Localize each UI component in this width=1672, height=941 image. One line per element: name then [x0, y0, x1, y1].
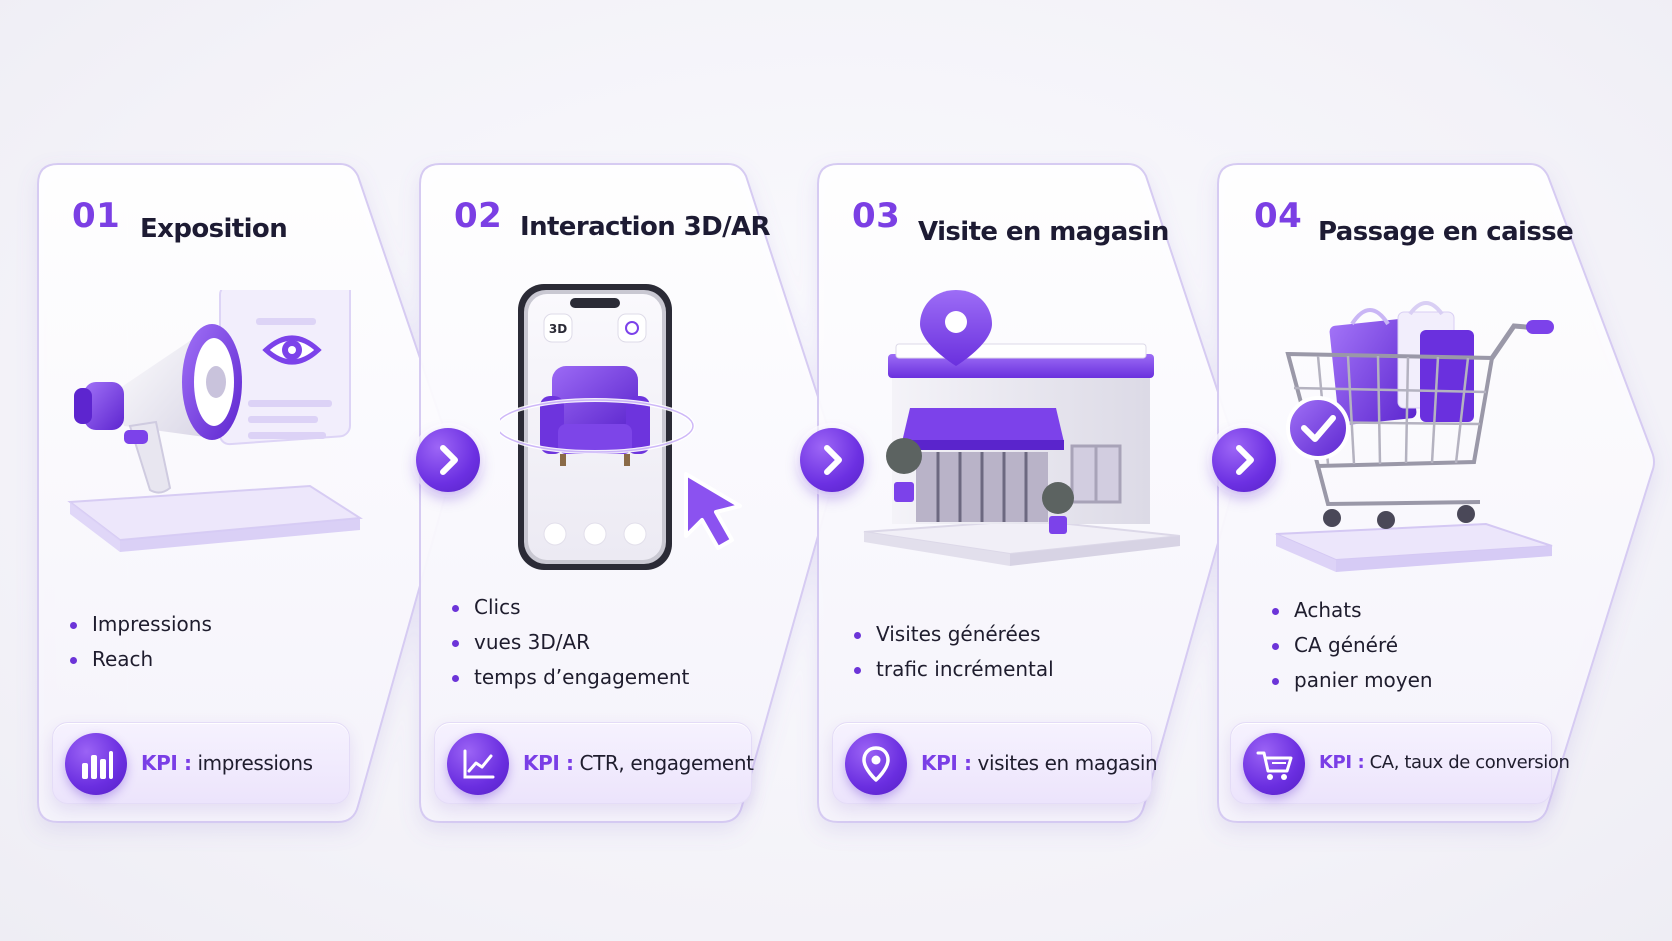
location-pin-icon — [845, 733, 907, 795]
next-step-button-3[interactable] — [1212, 428, 1276, 492]
kpi-value: visites en magasin — [971, 751, 1158, 775]
kpi-label: KPI : — [523, 751, 574, 775]
bullet-list: Achats CA généré panier moyen — [1270, 593, 1433, 698]
kpi-label: KPI : — [1319, 752, 1365, 773]
kpi-box: KPI : impressions — [52, 722, 350, 804]
next-step-button-1[interactable] — [416, 428, 480, 492]
step-number: 02 — [454, 196, 503, 236]
bullet-item: Visites générées — [852, 617, 1054, 652]
smartphone-3d-icon: 3D — [500, 284, 742, 570]
bullet-item: Achats — [1270, 593, 1433, 628]
bullet-item: vues 3D/AR — [450, 625, 689, 660]
kpi-label: KPI : — [921, 751, 972, 775]
kpi-label: KPI : — [141, 751, 192, 775]
kpi-box: KPI : CA, taux de conversion — [1230, 722, 1570, 804]
kpi-value: impressions — [191, 751, 314, 775]
step-number: 03 — [852, 196, 901, 236]
bullet-item: Clics — [450, 590, 689, 625]
bar-chart-icon — [65, 733, 127, 795]
bullet-item: trafic incrémental — [852, 652, 1054, 687]
step-number: 01 — [72, 196, 121, 236]
chevron-right-icon — [1236, 445, 1254, 475]
kpi-text: KPI : CA, taux de conversion — [1319, 723, 1570, 803]
kpi-text: KPI : CTR, engagement — [523, 723, 754, 803]
kpi-box: KPI : visites en magasin — [832, 722, 1158, 804]
bullet-item: CA généré — [1270, 628, 1433, 663]
step-number: 04 — [1254, 196, 1303, 236]
step-title: Visite en magasin — [918, 217, 1169, 247]
kpi-text: KPI : impressions — [141, 723, 313, 803]
next-step-button-2[interactable] — [800, 428, 864, 492]
chevron-right-icon — [824, 445, 842, 475]
bullet-list: Impressions Reach — [68, 607, 212, 677]
bullet-list: Clics vues 3D/AR temps d’engagement — [450, 590, 689, 695]
kpi-value: CA, taux de conversion — [1364, 752, 1570, 773]
megaphone-icon — [67, 290, 363, 552]
bullet-item: panier moyen — [1270, 663, 1433, 698]
bullet-item: Impressions — [68, 607, 212, 642]
bullet-item: Reach — [68, 642, 212, 677]
bullet-list: Visites générées trafic incrémental — [852, 617, 1054, 687]
step-title: Interaction 3D/AR — [520, 212, 771, 242]
chevron-right-icon — [440, 445, 458, 475]
line-chart-icon — [447, 733, 509, 795]
kpi-box: KPI : CTR, engagement — [434, 722, 754, 804]
store-icon — [863, 290, 1180, 566]
kpi-value: CTR, engagement — [573, 751, 754, 775]
step-title: Passage en caisse — [1318, 217, 1574, 247]
shopping-cart-icon — [1275, 301, 1554, 572]
step-title: Exposition — [140, 214, 288, 244]
phone-badge: 3D — [549, 322, 567, 336]
bullet-item: temps d’engagement — [450, 660, 689, 695]
kpi-text: KPI : visites en magasin — [921, 723, 1158, 803]
cart-icon — [1243, 733, 1305, 795]
